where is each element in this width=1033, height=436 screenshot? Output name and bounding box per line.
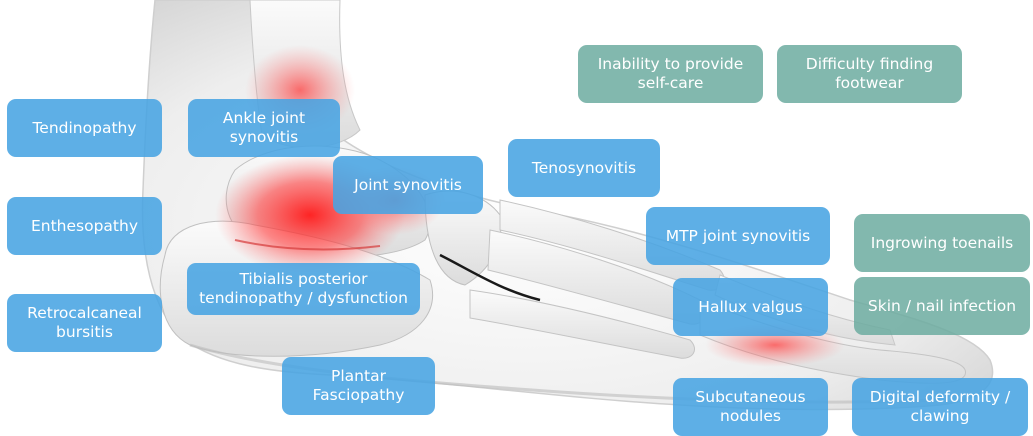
label-retrocalcaneal-bursitis-text: Retrocalcaneal bursitis (15, 304, 154, 341)
label-ingrowing-toenails-text: Ingrowing toenails (871, 234, 1013, 253)
label-tibialis-posterior-text: Tibialis posterior tendinopathy / dysfun… (195, 270, 412, 307)
label-hallux-valgus: Hallux valgus (673, 278, 828, 336)
label-difficulty-footwear: Difficulty finding footwear (777, 45, 962, 103)
label-skin-nail-infection-text: Skin / nail infection (868, 297, 1016, 316)
label-ankle-joint-synovitis: Ankle joint synovitis (188, 99, 340, 157)
label-inability-self-care: Inability to provide self-care (578, 45, 763, 103)
label-plantar-fasciopathy: Plantar Fasciopathy (282, 357, 435, 415)
label-tenosynovitis-text: Tenosynovitis (532, 159, 636, 178)
label-ankle-joint-synovitis-text: Ankle joint synovitis (196, 109, 332, 146)
label-digital-deformity: Digital deformity / clawing (852, 378, 1028, 436)
label-tibialis-posterior: Tibialis posterior tendinopathy / dysfun… (187, 263, 420, 315)
label-enthesopathy-text: Enthesopathy (31, 217, 138, 236)
label-retrocalcaneal-bursitis: Retrocalcaneal bursitis (7, 294, 162, 352)
label-plantar-fasciopathy-text: Plantar Fasciopathy (290, 367, 427, 404)
label-difficulty-footwear-text: Difficulty finding footwear (785, 55, 954, 92)
label-enthesopathy: Enthesopathy (7, 197, 162, 255)
label-tendinopathy-text: Tendinopathy (32, 119, 136, 138)
label-inability-self-care-text: Inability to provide self-care (586, 55, 755, 92)
label-joint-synovitis: Joint synovitis (333, 156, 483, 214)
label-subcutaneous-nodules: Subcutaneous nodules (673, 378, 828, 436)
label-hallux-valgus-text: Hallux valgus (698, 298, 802, 317)
label-mtp-joint-synovitis-text: MTP joint synovitis (666, 227, 811, 246)
label-subcutaneous-nodules-text: Subcutaneous nodules (681, 388, 820, 425)
label-tendinopathy: Tendinopathy (7, 99, 162, 157)
label-digital-deformity-text: Digital deformity / clawing (860, 388, 1020, 425)
label-tenosynovitis: Tenosynovitis (508, 139, 660, 197)
label-skin-nail-infection: Skin / nail infection (854, 277, 1030, 335)
label-ingrowing-toenails: Ingrowing toenails (854, 214, 1030, 272)
label-mtp-joint-synovitis: MTP joint synovitis (646, 207, 830, 265)
label-joint-synovitis-text: Joint synovitis (354, 176, 462, 195)
